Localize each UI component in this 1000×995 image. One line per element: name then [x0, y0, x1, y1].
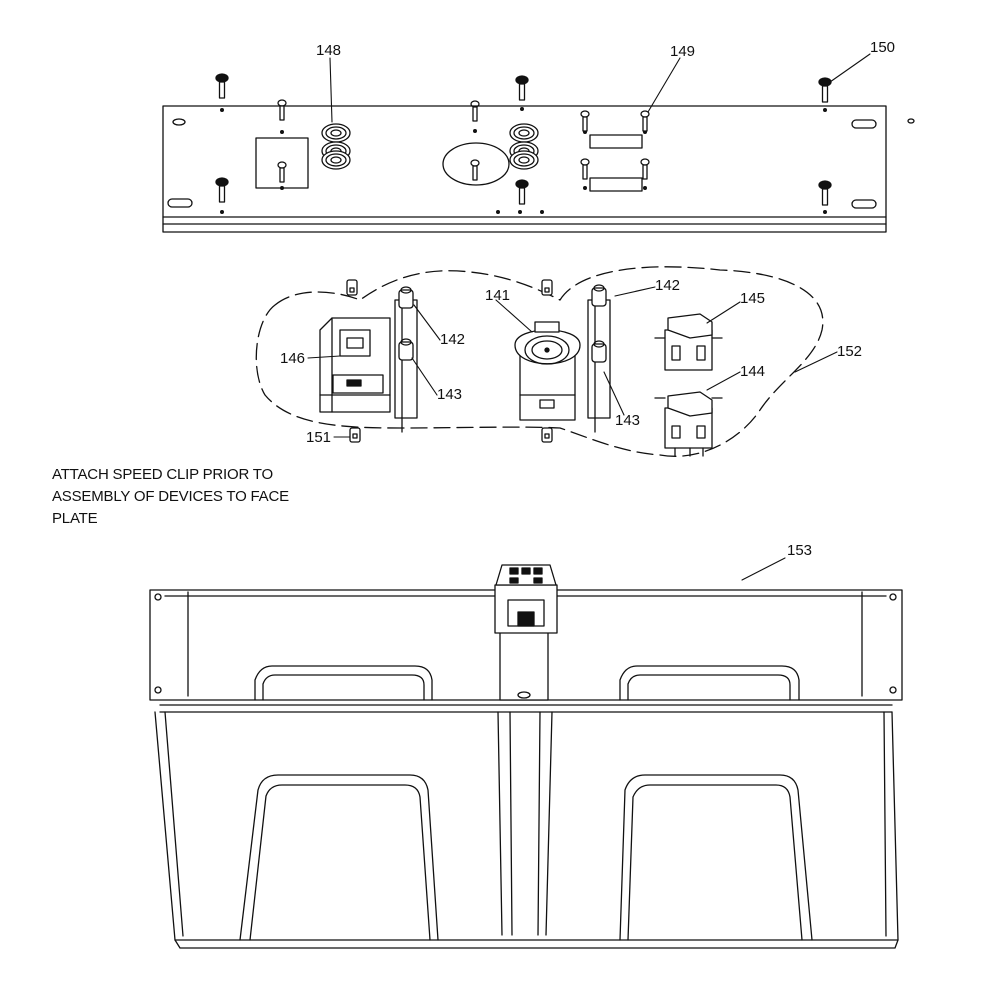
center-connector	[495, 565, 557, 700]
callout-149: 149	[670, 43, 695, 60]
callout-142-left: 142	[440, 331, 465, 348]
device-group-outline	[256, 267, 823, 456]
callout-143-left: 143	[437, 386, 462, 403]
device-brackets	[395, 285, 610, 432]
rocker-switches	[655, 314, 722, 456]
callout-144: 144	[740, 363, 765, 380]
speed-clips	[347, 280, 552, 442]
twist-lock-receptacle	[515, 322, 580, 420]
assembly-note-line-1: ATTACH SPEED CLIP PRIOR TO	[52, 466, 273, 483]
nut-stacks	[322, 124, 538, 169]
plate-holes	[220, 107, 827, 214]
bar-brackets	[590, 135, 642, 191]
callout-labels: 148 149 150 141 142 142 143 143 145 144 …	[280, 39, 895, 559]
face-plate	[163, 74, 914, 232]
assembly-note-line-2: ASSEMBLY OF DEVICES TO FACE	[52, 488, 289, 505]
callout-148: 148	[316, 42, 341, 59]
callout-151: 151	[306, 429, 331, 446]
callout-146: 146	[280, 350, 305, 367]
callout-143-right: 143	[615, 412, 640, 429]
assembly-note-line-3: PLATE	[52, 510, 98, 527]
circuit-breaker	[320, 318, 390, 412]
callout-150: 150	[870, 39, 895, 56]
callout-153: 153	[787, 542, 812, 559]
callout-152: 152	[837, 343, 862, 360]
callout-142-right: 142	[655, 277, 680, 294]
callout-145: 145	[740, 290, 765, 307]
leader-lines	[308, 54, 870, 580]
callout-141: 141	[485, 287, 510, 304]
assembly-note: ATTACH SPEED CLIP PRIOR TO ASSEMBLY OF D…	[52, 464, 372, 530]
plate-screws	[216, 74, 831, 205]
